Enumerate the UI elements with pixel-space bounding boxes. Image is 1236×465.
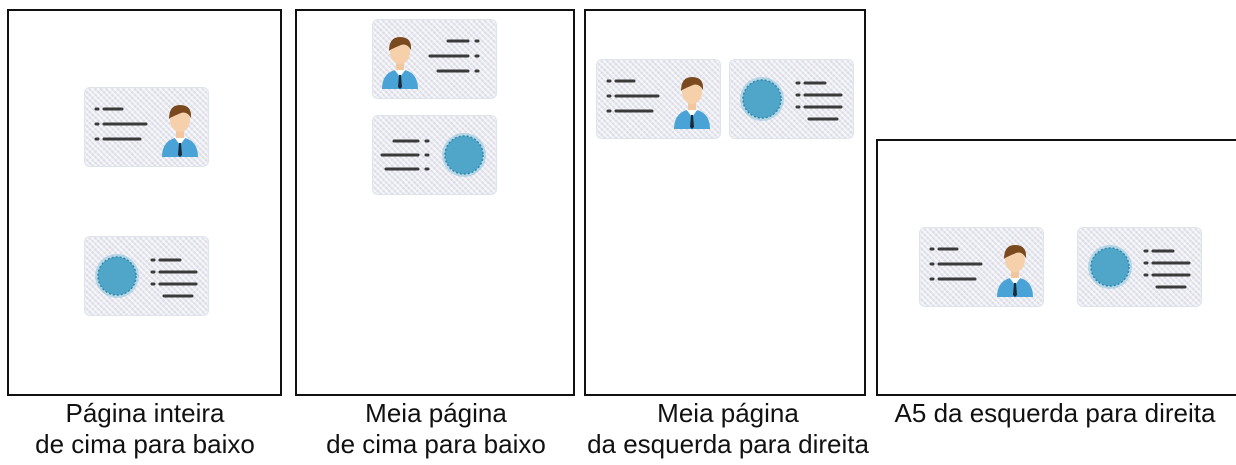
id-card-front bbox=[84, 87, 209, 167]
id-card-back-icon bbox=[1086, 243, 1191, 291]
id-card-front-icon bbox=[94, 103, 200, 159]
id-card-back-icon bbox=[380, 131, 488, 179]
id-card-front-icon bbox=[380, 35, 480, 91]
id-card-back bbox=[1077, 227, 1202, 307]
caption-a5-left-to-right: A5 da esquerda para direita bbox=[872, 398, 1236, 429]
page-half-top-to-bottom bbox=[295, 9, 575, 396]
caption-line-1: Página inteira bbox=[65, 398, 225, 428]
caption-page-full: Página inteira de cima para baixo bbox=[0, 398, 290, 460]
caption-line-2: da esquerda para direita bbox=[587, 429, 869, 459]
id-card-front bbox=[596, 59, 721, 139]
id-card-back-icon bbox=[93, 252, 198, 300]
id-card-back bbox=[372, 115, 497, 195]
caption-line-1: Meia página bbox=[657, 398, 799, 428]
page-a5-left-to-right bbox=[876, 139, 1236, 396]
id-card-back bbox=[729, 59, 854, 139]
caption-line-1: A5 da esquerda para direita bbox=[894, 398, 1216, 428]
id-card-front-icon bbox=[929, 243, 1035, 299]
caption-line-2: de cima para baixo bbox=[35, 429, 255, 459]
id-card-front-icon bbox=[606, 75, 712, 131]
id-card-back bbox=[84, 236, 209, 316]
caption-half-left-to-right: Meia página da esquerda para direita bbox=[578, 398, 878, 460]
caption-line-2: de cima para baixo bbox=[326, 429, 546, 459]
id-card-back-icon bbox=[738, 75, 843, 123]
caption-half-top-to-bottom: Meia página de cima para baixo bbox=[290, 398, 582, 460]
page-half-left-to-right bbox=[584, 9, 866, 396]
caption-line-1: Meia página bbox=[365, 398, 507, 428]
id-card-front bbox=[372, 19, 497, 99]
page-full-top-to-bottom bbox=[7, 9, 282, 396]
id-card-front bbox=[919, 227, 1044, 307]
